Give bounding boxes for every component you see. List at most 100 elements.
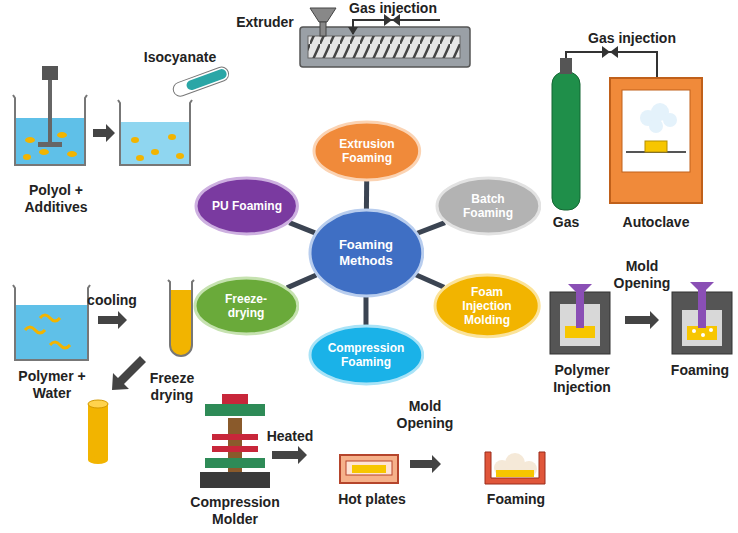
illustration-part	[136, 155, 144, 161]
illustration-part	[602, 46, 610, 58]
illustration-part	[42, 66, 58, 80]
part-label: Polymer + Water	[7, 368, 97, 402]
illustration-part	[168, 280, 194, 356]
illustration-part	[185, 68, 228, 92]
ellipse-shape	[435, 275, 539, 337]
polyol-beaker	[13, 66, 87, 165]
node-text-wrap: Foam Injection Molding	[448, 285, 526, 327]
illustration-part	[649, 119, 663, 133]
illustration-part	[88, 456, 108, 464]
method-ellipse: Extrusion Foaming	[312, 120, 422, 182]
part-label: Foaming	[667, 362, 733, 379]
illustration-part	[171, 65, 230, 98]
ellipse-shape	[195, 278, 298, 334]
illustration-part	[131, 137, 139, 143]
hub-ellipse: Foaming Methods	[308, 208, 425, 298]
illustration-part	[310, 8, 336, 22]
illustration-part	[38, 142, 62, 147]
node-label: Foaming Methods	[323, 237, 408, 269]
illustration-part	[496, 470, 534, 477]
node-text-wrap: PU Foaming	[212, 199, 282, 213]
illustration-part	[308, 36, 460, 58]
foamed-mold	[672, 282, 732, 354]
process-arrow	[98, 311, 127, 329]
illustration-part	[13, 285, 90, 360]
compression-molder	[200, 394, 270, 488]
isocyanate-tube	[171, 65, 230, 98]
process-arrow	[93, 124, 115, 142]
ellipse-shape	[196, 178, 297, 234]
method-ellipse: Compression Foaming	[308, 324, 425, 386]
illustration-part	[690, 282, 714, 290]
illustration-part	[701, 333, 705, 337]
ellipse-shape	[310, 326, 423, 384]
node-label: Compression Foaming	[323, 341, 408, 369]
illustration-part	[40, 315, 60, 321]
illustration-part	[15, 305, 88, 360]
illustration-part	[88, 400, 108, 408]
ellipse-shape	[437, 178, 540, 234]
node-text-box: Freeze-drying	[193, 276, 300, 336]
illustration-part	[698, 288, 706, 328]
hot-plates	[340, 455, 398, 483]
connector-line	[417, 223, 445, 234]
foamed-part-compression	[485, 452, 545, 484]
illustration-part	[205, 404, 265, 416]
node-text-box: Batch Foaming	[435, 176, 542, 236]
illustration-part	[576, 290, 584, 328]
node-text-wrap: Extrusion Foaming	[327, 137, 406, 165]
part-label: Compression Molder	[179, 494, 291, 528]
part-label: Gas injection	[338, 0, 448, 17]
illustration-part	[120, 122, 190, 165]
illustration-part	[692, 329, 696, 333]
ellipse-shape	[314, 122, 420, 180]
illustration-part	[709, 328, 713, 332]
illustration-part	[205, 458, 265, 468]
illustration-part	[645, 141, 667, 152]
illustration-part	[352, 465, 386, 473]
part-label: Polyol + Additives	[6, 182, 106, 216]
illustration-part	[663, 113, 677, 127]
test-tube	[168, 280, 194, 356]
connector-line	[364, 181, 369, 209]
illustration-part	[687, 326, 717, 340]
mixed-beaker	[118, 100, 192, 165]
illustration-part	[552, 72, 580, 210]
method-ellipse: Foam Injection Molding	[433, 273, 541, 339]
illustration-part	[308, 36, 460, 58]
node-label: Freeze-drying	[207, 292, 284, 320]
part-label: Extruder	[225, 14, 305, 31]
part-label: Polymer Injection	[540, 362, 624, 396]
node-label: Extrusion Foaming	[327, 137, 406, 165]
illustration-part	[222, 394, 248, 404]
illustration-part	[340, 455, 398, 483]
part-label: Hot plates	[327, 491, 417, 508]
process-arrow	[410, 455, 441, 473]
autoclave	[610, 78, 702, 203]
freeze-dried-foam	[88, 400, 108, 464]
illustration-part	[320, 22, 326, 36]
part-label: Mold Opening	[607, 258, 677, 292]
node-text-wrap: Freeze-drying	[207, 292, 284, 320]
illustration-part	[48, 80, 52, 142]
node-text-wrap: Compression Foaming	[323, 341, 408, 369]
illustration-part	[151, 149, 159, 155]
part-label: Mold Opening	[390, 398, 460, 432]
illustration-part	[118, 100, 192, 165]
part-label: Foaming	[476, 491, 556, 508]
node-text-box: Compression Foaming	[308, 324, 425, 386]
part-label: Heated	[260, 428, 320, 445]
node-label: Batch Foaming	[449, 192, 526, 220]
illustration-part	[25, 137, 35, 143]
illustration-part	[560, 58, 572, 74]
ellipse-shape	[310, 210, 423, 296]
illustration-part	[57, 132, 67, 138]
connector-line	[416, 275, 444, 287]
illustration-part	[25, 327, 45, 333]
illustration-part	[610, 46, 618, 58]
extruder	[300, 8, 470, 67]
connector-line	[289, 223, 315, 233]
injection-mold	[550, 284, 610, 354]
illustration-part	[88, 404, 108, 460]
